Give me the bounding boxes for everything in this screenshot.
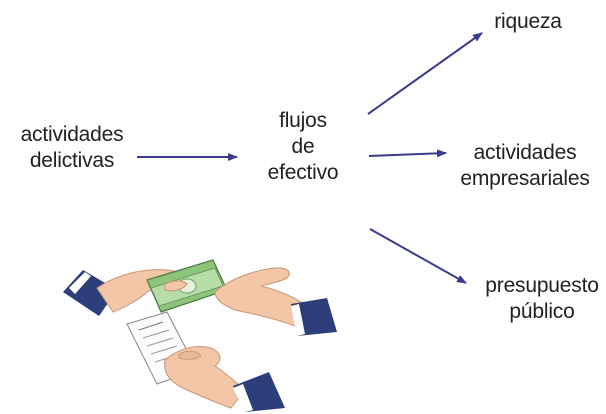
node-cash-flows-line-1: flujos — [279, 109, 327, 132]
node-business-activities-line-1: actividades — [473, 141, 577, 164]
node-cash-flows-line-2: de — [291, 135, 315, 158]
arrow-center-to-budget — [369, 228, 467, 284]
node-wealth: riqueza — [478, 9, 578, 35]
node-wealth-line-1: riqueza — [494, 10, 562, 33]
node-business-activities: actividades empresariales — [445, 140, 605, 192]
node-cash-flows: flujos de efectivo — [248, 108, 358, 186]
node-cash-flows-line-3: efectivo — [267, 161, 339, 184]
node-criminal-activities-line-1: actividades — [20, 123, 124, 146]
node-business-activities-line-2: empresariales — [460, 167, 590, 190]
arrow-center-to-wealth — [367, 32, 483, 115]
node-public-budget: presupuesto público — [478, 273, 606, 325]
node-public-budget-line-2: público — [509, 300, 575, 323]
node-public-budget-line-1: presupuesto — [485, 274, 599, 297]
arrow-center-to-business — [368, 149, 447, 158]
node-criminal-activities-line-2: delictivas — [29, 149, 115, 172]
node-criminal-activities: actividades delictivas — [2, 122, 142, 174]
hands-exchanging-money-icon — [63, 259, 337, 412]
banknote-icon — [146, 259, 228, 313]
